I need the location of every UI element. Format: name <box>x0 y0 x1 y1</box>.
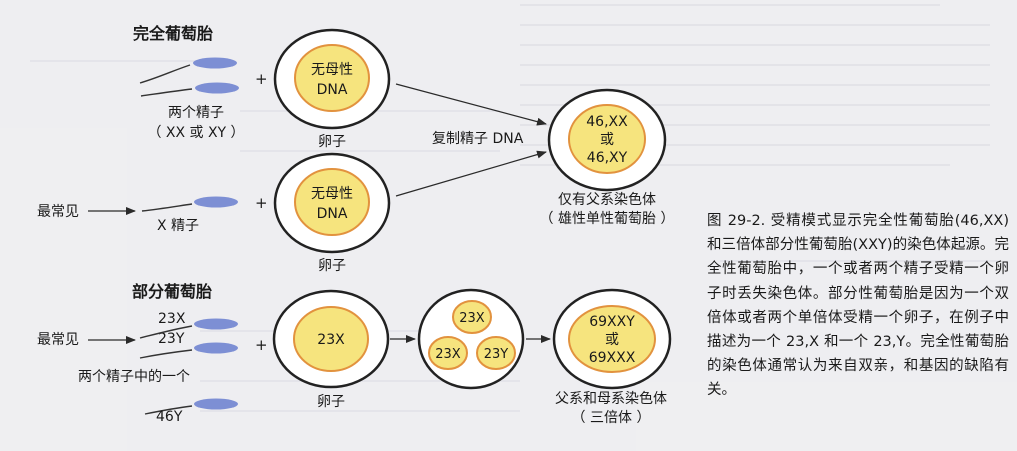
karyotype-line3: 46,XY <box>587 150 628 166</box>
sperm-pair-complete <box>139 57 239 97</box>
complete-mole-title: 完全葡萄胎 <box>133 24 213 43</box>
figure-caption-label: 图 29-2. <box>707 213 766 229</box>
plus-sign: + <box>255 336 268 354</box>
sperm-46y-label: 46Y <box>156 409 183 425</box>
arrow-to-result <box>395 150 547 197</box>
duplicate-sperm-dna-label: 复制精子 DNA <box>432 130 524 147</box>
pronucleus-label: 23X <box>435 347 461 362</box>
egg-haploid: 23X <box>272 289 390 389</box>
karyotype-line1: 69XXY <box>589 314 635 330</box>
karyotype-line3: 69XXX <box>589 350 636 366</box>
sperm-pair-label: 两个精子 <box>168 105 224 121</box>
nucleus-label-line2: DNA <box>317 206 348 222</box>
one-of-two-sperm-label: 两个精子中的一个 <box>78 369 190 385</box>
sperm-icon <box>139 57 237 84</box>
arrow-to-result <box>395 83 547 126</box>
egg-three-pronuclei: 23X 23X 23Y <box>417 288 525 390</box>
most-common-label: 最常见 <box>37 332 79 348</box>
nucleus-label: 23X <box>317 332 345 348</box>
egg-result-partial: 69XXY 或 69XXX <box>552 288 672 390</box>
partial-mole-title: 部分葡萄胎 <box>132 282 212 301</box>
triploid-label: （ 三倍体 ） <box>572 410 651 426</box>
egg-result-complete: 46,XX 或 46,XY <box>547 88 667 192</box>
egg-label: 卵子 <box>318 258 346 274</box>
egg-label: 卵子 <box>317 394 345 410</box>
sperm-karyotype-label: （ XX 或 XY ） <box>147 125 244 141</box>
egg-empty: 无母性 DNA <box>273 152 391 254</box>
pronucleus-label: 23Y <box>484 347 509 362</box>
karyotype-line2: 或 <box>600 132 614 148</box>
figure-caption: 图 29-2. 受精模式显示完全性葡萄胎(46,XX)和三倍体部分性葡萄胎(XX… <box>707 209 1009 403</box>
sperm-icon <box>140 82 239 97</box>
sperm-icon <box>141 196 238 212</box>
sperm-icon <box>139 342 238 359</box>
sperm-pair-partial <box>139 318 238 359</box>
nucleus-label-line1: 无母性 <box>311 186 353 202</box>
sperm-23y-label: 23Y <box>158 331 185 347</box>
sperm-23x-label: 23X <box>158 311 186 327</box>
figure-caption-text: 受精模式显示完全性葡萄胎(46,XX)和三倍体部分性葡萄胎(XXY)的染色体起源… <box>707 213 1009 399</box>
x-sperm-label: X 精子 <box>157 218 199 234</box>
plus-sign: + <box>255 70 268 88</box>
pronucleus-label: 23X <box>459 311 485 326</box>
egg-empty: 无母性 DNA <box>273 28 391 130</box>
paternal-maternal-label: 父系和母系染色体 <box>555 390 667 407</box>
plus-sign: + <box>255 194 268 212</box>
androgenetic-label: （ 雄性单性葡萄胎 ） <box>540 211 675 227</box>
egg-label: 卵子 <box>318 134 346 150</box>
karyotype-line1: 46,XX <box>586 114 628 130</box>
karyotype-line2: 或 <box>605 332 619 348</box>
sperm-icon <box>144 398 238 415</box>
paternal-only-label: 仅有父系染色体 <box>558 191 656 208</box>
most-common-label: 最常见 <box>37 204 79 220</box>
nucleus-label-line2: DNA <box>317 82 348 98</box>
sperm-icon <box>139 318 238 339</box>
nucleus-label-line1: 无母性 <box>311 62 353 78</box>
